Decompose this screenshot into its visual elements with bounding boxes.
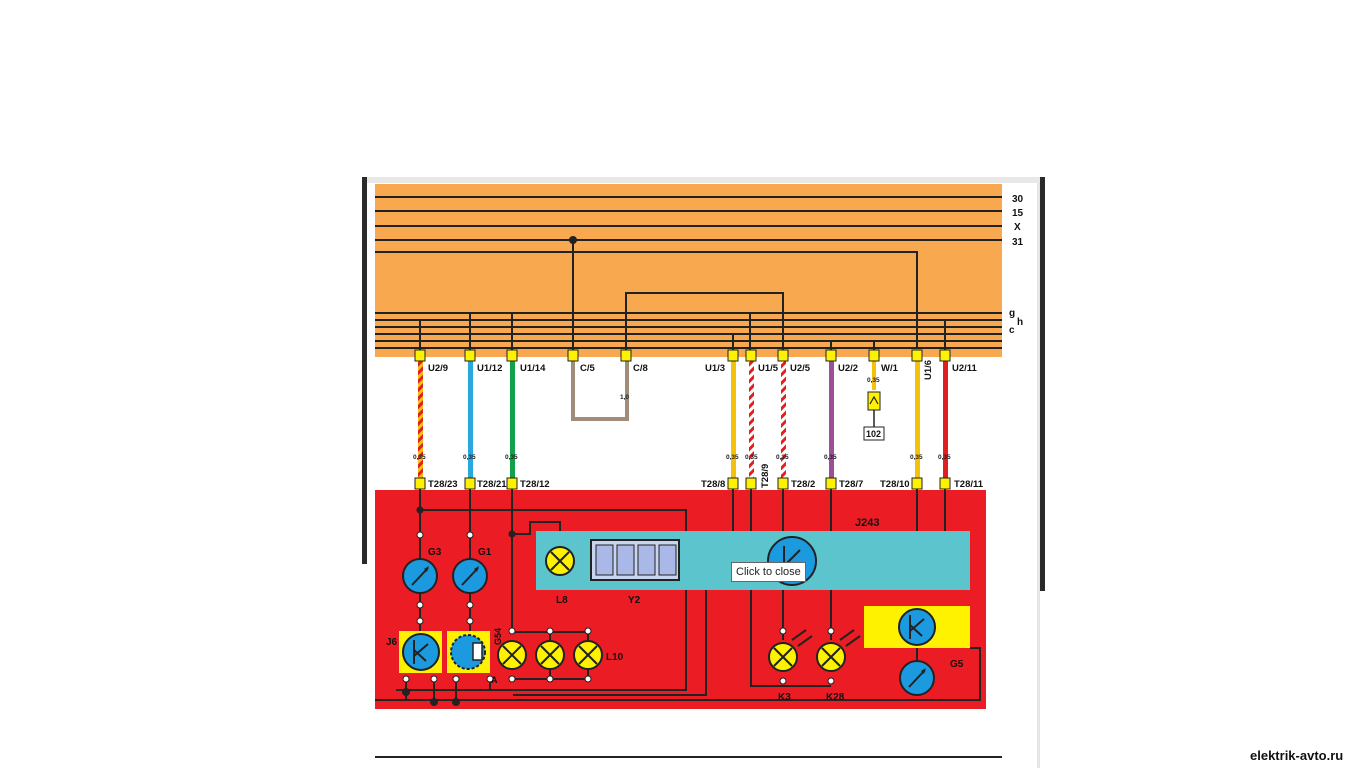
bus-lines	[375, 196, 1002, 352]
junction-dots	[402, 506, 516, 706]
bus-label-h: h	[1017, 317, 1023, 328]
led-k3[interactable]	[768, 629, 813, 672]
label-u1-5: U1/5	[758, 363, 779, 374]
gauge-g1[interactable]: G1	[452, 547, 492, 594]
bus-labels: 30 15 X 31 g h c	[1009, 194, 1024, 336]
lamps-l10[interactable]	[497, 640, 603, 670]
gauge-label: 0,35	[505, 454, 518, 461]
connector-labels: U2/9 U1/12 U1/14 C/5 C/8 U1/3 U1/5 U2/5 …	[428, 360, 978, 380]
viewer-frame-left	[362, 177, 367, 564]
component-g54-box[interactable]: G54 A	[447, 628, 503, 685]
component-k28: K28	[826, 692, 845, 703]
lamp-l8[interactable]: L8	[545, 546, 575, 606]
label-t28-11: T28/11	[954, 479, 984, 490]
label-t28-21: T28/21	[477, 479, 507, 490]
gauge-label: 0,35	[867, 377, 880, 384]
label-u1-14: U1/14	[520, 363, 546, 374]
gauge-label: 0,35	[745, 454, 758, 461]
wires	[418, 360, 948, 482]
led-k28[interactable]	[816, 629, 861, 672]
viewer-frame-top	[362, 177, 1045, 183]
label-u2-5: U2/5	[790, 363, 811, 374]
label-u2-2: U2/2	[838, 363, 858, 374]
gauge-label: 0,35	[413, 454, 426, 461]
connector-pins	[414, 349, 951, 362]
bus-junction	[569, 236, 577, 244]
label-w1: W/1	[881, 363, 899, 374]
component-l8: L8	[556, 595, 568, 606]
fuse-102[interactable]: 102	[863, 391, 885, 441]
component-g54: G54	[493, 628, 503, 645]
component-j243: J243	[855, 517, 879, 529]
component-g1: G1	[478, 547, 492, 558]
component-y2: Y2	[628, 595, 641, 606]
component-a: A	[491, 675, 498, 685]
component-g5-box[interactable]: G5	[864, 606, 970, 696]
label-c8: C/8	[633, 363, 648, 374]
label-c5: C/5	[580, 363, 596, 374]
watermark: elektrik-avto.ru	[1250, 748, 1344, 763]
gauge-label-brown: 1,0	[620, 394, 629, 401]
gauge-label: 0,35	[726, 454, 739, 461]
viewer-frame-side	[1037, 183, 1040, 768]
label-t28-8: T28/8	[701, 479, 725, 490]
label-t28-23: T28/23	[428, 479, 458, 490]
bus-label-g: g	[1009, 308, 1015, 319]
display-y2[interactable]: Y2	[590, 539, 680, 606]
gauge-label: 0,35	[938, 454, 951, 461]
label-t28-10: T28/10	[880, 479, 910, 490]
plug-pins	[414, 477, 951, 490]
label-t28-2: T28/2	[791, 479, 815, 490]
gauge-label: 0,35	[824, 454, 837, 461]
bus-label-c: c	[1009, 325, 1015, 336]
close-tooltip[interactable]: Click to close	[731, 562, 806, 582]
component-g5: G5	[950, 659, 964, 670]
label-u1-3: U1/3	[705, 363, 725, 374]
component-k3: K3	[778, 692, 791, 703]
bus-label-30: 30	[1012, 194, 1024, 205]
terminal-dots	[402, 531, 835, 685]
plug-labels: T28/23 T28/21 T28/12 T28/8 T28/9 T28/2 T…	[428, 464, 984, 490]
component-l10: L10	[606, 652, 624, 663]
component-g3: G3	[428, 547, 442, 558]
gauge-label: 0,35	[776, 454, 789, 461]
label-t28-9: T28/9	[760, 464, 771, 488]
gauge-label: 0,35	[463, 454, 476, 461]
label-t28-7: T28/7	[839, 479, 863, 490]
gauge-label: 0,35	[910, 454, 923, 461]
label-u2-11: U2/11	[952, 363, 978, 374]
viewer-frame-right	[1040, 177, 1045, 591]
label-u1-12: U1/12	[477, 363, 502, 374]
label-u2-9: U2/9	[428, 363, 448, 374]
gauge-labels: 0,35 0,35 0,35 1,0 0,35 0,35 0,35 0,35 0…	[413, 377, 951, 461]
bus-label-31: 31	[1012, 237, 1024, 248]
bus-label-15: 15	[1012, 208, 1024, 219]
label-u1-6: U1/6	[923, 360, 934, 380]
component-j6: J6	[386, 637, 398, 648]
label-t28-12: T28/12	[520, 479, 550, 490]
instrument-cluster-block	[375, 490, 986, 709]
fuse-number: 102	[866, 429, 881, 439]
bus-band	[375, 184, 1002, 357]
gauge-g3[interactable]: G3	[402, 547, 442, 594]
bus-label-x: X	[1014, 222, 1021, 233]
component-j6-box[interactable]: J6	[386, 631, 442, 673]
